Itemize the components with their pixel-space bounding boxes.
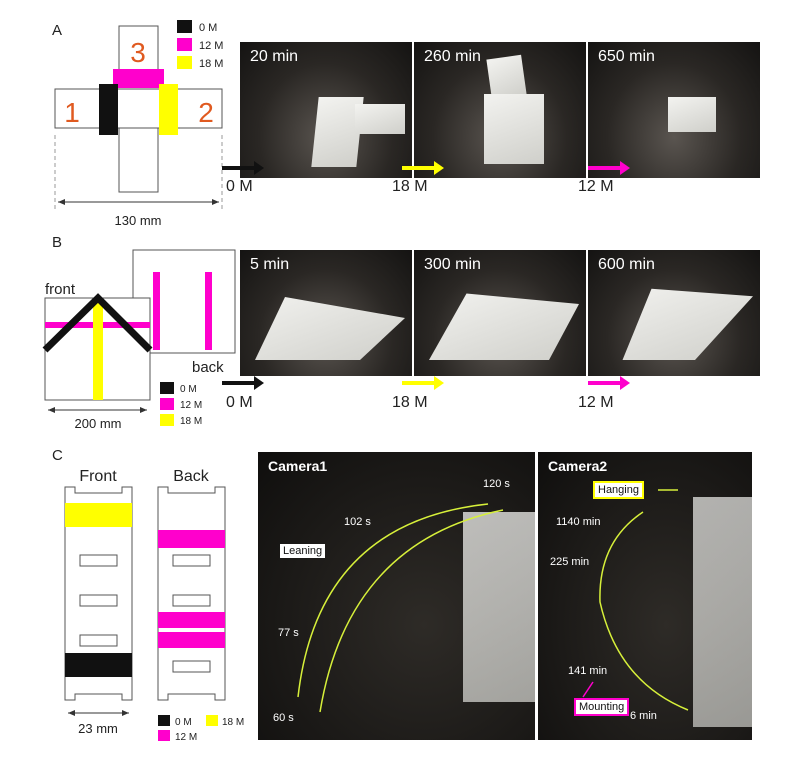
photo-b-1: 5 min [240, 250, 412, 376]
time-label: 260 min [424, 48, 481, 65]
front-fold-0m [42, 293, 153, 353]
marker-label: 18 M [392, 178, 428, 195]
camera2-photo: Camera2 Hanging Mounting 1140 min 225 mi… [538, 452, 752, 740]
segment-2-number: 2 [198, 97, 214, 128]
legend-swatch-0m [177, 20, 192, 33]
front-band-0m [65, 653, 132, 677]
leaning-tag: Leaning [280, 544, 326, 558]
bottom-box [118, 127, 159, 193]
camera1-title: Camera1 [268, 458, 328, 474]
dimension-label: 23 mm [78, 721, 118, 736]
legend-label: 0 M [199, 22, 217, 34]
back-stripe [205, 272, 212, 350]
arrow-18m [402, 161, 444, 175]
mounting-tag: Mounting [574, 698, 630, 716]
marker-label: 18 M [392, 394, 428, 411]
panel-a-label: A [52, 22, 63, 39]
trajectory-curve [599, 511, 689, 711]
trajectory-curve [319, 509, 504, 713]
time-annotation: 141 min [568, 665, 608, 677]
camera1-photo: Camera1 Leaning 120 s 102 s 77 s 60 s [258, 452, 535, 740]
back-stripe [153, 272, 160, 350]
photo-a-1: 20 min [240, 42, 412, 178]
photo-b-3: 600 min [588, 250, 760, 376]
marker-label: 0 M [226, 394, 253, 411]
panel-b-label: B [52, 234, 63, 251]
front-strip [64, 486, 133, 701]
hinge-12m [113, 69, 164, 88]
time-annotation: 60 s [273, 712, 294, 724]
time-annotation: 6 min [630, 710, 657, 722]
legend-label: 12 M [199, 40, 223, 52]
panel-b-diagram: front back 200 mm 0 M 12 M 18 M [42, 249, 236, 431]
legend-label: 0 M [180, 384, 197, 395]
arrow-12m [588, 376, 630, 390]
panel-c-diagram: Front Back 23 mm 0 M 18 M 12 M [64, 468, 244, 743]
time-annotation: 225 min [550, 556, 590, 568]
legend-label: 18 M [199, 58, 223, 70]
legend-label: 18 M [222, 717, 244, 728]
dimension-label: 130 mm [115, 213, 162, 228]
hanging-tag: Hanging [593, 481, 644, 499]
marker-label: 12 M [578, 394, 614, 411]
camera2-title: Camera2 [548, 458, 608, 474]
segment-3-number: 3 [130, 37, 146, 68]
time-annotation: 120 s [483, 478, 510, 490]
arrow-0m [222, 376, 264, 390]
photo-b-2: 300 min [414, 250, 586, 376]
back-band-12m [158, 632, 225, 648]
arrow-12m [588, 161, 630, 175]
back-title: Back [173, 468, 210, 485]
dimension-label: 200 mm [75, 416, 122, 431]
time-label: 300 min [424, 256, 481, 273]
arrow-0m [222, 161, 264, 175]
legend-label: 18 M [180, 416, 202, 427]
back-band-12m [158, 612, 225, 628]
legend-label: 12 M [180, 400, 202, 411]
panel-c-label: C [52, 447, 63, 464]
arrow-18m [402, 376, 444, 390]
trajectory-curve [297, 503, 489, 698]
horizontal-arm [54, 88, 223, 129]
legend-label: 12 M [175, 732, 197, 743]
time-annotation: 1140 min [556, 516, 601, 528]
segment-1-number: 1 [64, 97, 80, 128]
legend-label: 0 M [175, 717, 192, 728]
legend-swatch-18m [177, 56, 192, 69]
front-title: Front [79, 468, 117, 485]
hinge-0m [99, 84, 118, 135]
back-label: back [192, 359, 224, 376]
time-annotation: 77 s [278, 627, 299, 639]
time-label: 20 min [250, 48, 299, 65]
time-annotation: 102 s [344, 516, 371, 528]
photo-a-3: 650 min [588, 42, 760, 178]
time-label: 600 min [598, 256, 655, 273]
marker-label: 0 M [226, 178, 253, 195]
mounting-pointer [582, 681, 594, 698]
front-label: front [45, 281, 76, 298]
front-band-18m [65, 503, 132, 527]
photo-a-2: 260 min [414, 42, 586, 178]
hinge-18m [159, 84, 178, 135]
time-label: 650 min [598, 48, 655, 65]
time-label: 5 min [250, 256, 290, 273]
marker-label: 12 M [578, 178, 614, 195]
legend-swatch-12m [177, 38, 192, 51]
back-band-12m [158, 530, 225, 548]
front-stripe-18m [93, 298, 103, 400]
panel-a-diagram: 3 1 2 130 mm 0 M 12 M 18 M [54, 20, 223, 228]
